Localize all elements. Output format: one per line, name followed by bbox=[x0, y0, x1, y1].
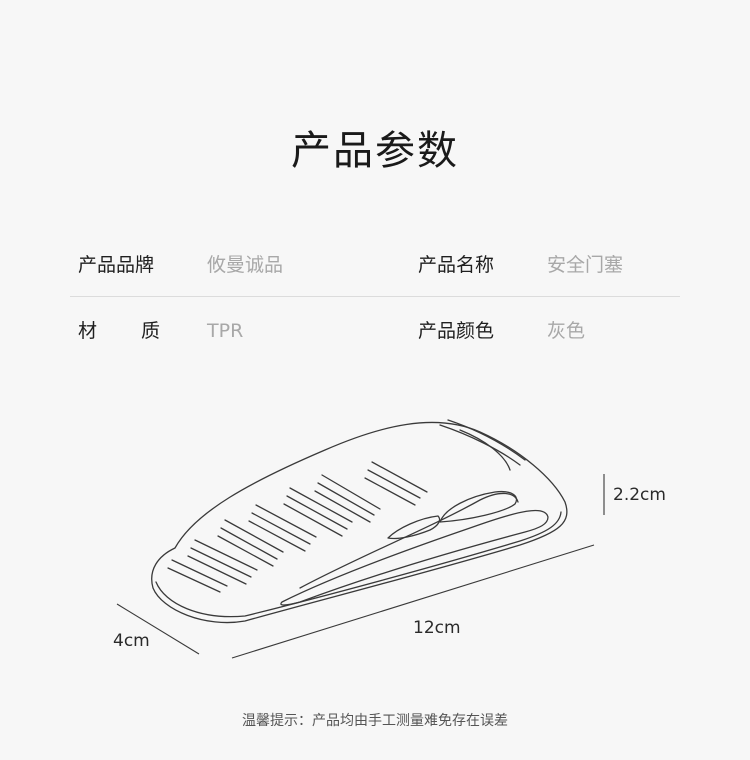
width-dimension-line bbox=[116, 603, 200, 655]
brand-value: 攸曼诚品 bbox=[207, 254, 284, 276]
material-label-part-1: 材 bbox=[78, 320, 98, 342]
door-stopper-side-slot-2 bbox=[387, 515, 441, 540]
length-dimension-line bbox=[231, 544, 595, 659]
door-stopper-base-rim bbox=[155, 511, 562, 618]
material-label-part-2: 质 bbox=[141, 320, 161, 342]
door-stopper-ribs bbox=[167, 461, 428, 593]
page-title: 产品参数 bbox=[291, 128, 459, 174]
length-dimension-label: 12cm bbox=[413, 618, 461, 638]
door-stopper-tip-groove-3 bbox=[459, 429, 511, 471]
width-dimension-label: 4cm bbox=[113, 631, 150, 651]
product-color-label: 产品颜色 bbox=[418, 320, 495, 342]
door-stopper-tip-groove-1 bbox=[439, 424, 521, 466]
product-name-label: 产品名称 bbox=[418, 254, 495, 276]
door-stopper-outline bbox=[151, 421, 568, 624]
product-color-value: 灰色 bbox=[547, 320, 586, 342]
product-name-value: 安全门塞 bbox=[547, 254, 624, 276]
measurement-note: 温馨提示：产品均由手工测量难免存在误差 bbox=[242, 713, 508, 729]
spec-divider bbox=[70, 296, 680, 297]
height-dimension-label: 2.2cm bbox=[613, 485, 666, 505]
brand-label: 产品品牌 bbox=[78, 254, 155, 276]
door-stopper-side-slot-1 bbox=[439, 490, 518, 523]
material-value: TPR bbox=[207, 320, 244, 342]
dimension-lines bbox=[116, 474, 605, 659]
door-stopper-side-cutout bbox=[280, 509, 549, 606]
door-stopper-side-groove bbox=[299, 492, 519, 589]
door-stopper-tip-groove-2 bbox=[447, 419, 526, 461]
